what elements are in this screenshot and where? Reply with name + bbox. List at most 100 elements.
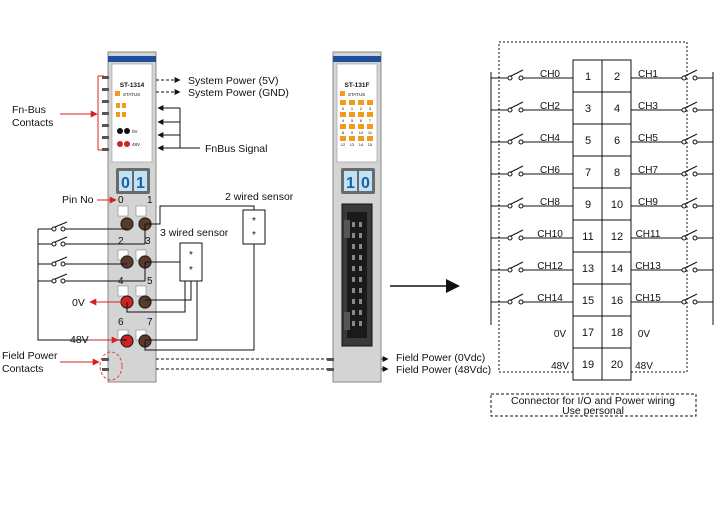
switch-contact bbox=[692, 171, 698, 177]
terminal-2 bbox=[120, 255, 134, 269]
switch-contact bbox=[681, 75, 687, 81]
power-led-0v-label: 0V bbox=[132, 129, 138, 134]
status-led-label-3: 3 bbox=[369, 106, 372, 111]
three-wired-sensor-star-2: * bbox=[189, 265, 193, 276]
status-led-14 bbox=[358, 136, 364, 141]
connector-pin-20: 20 bbox=[611, 359, 623, 371]
connector-right-label-4: CH9 bbox=[638, 197, 658, 208]
power-led-48v-b bbox=[124, 141, 130, 147]
connector-pin-18: 18 bbox=[611, 327, 623, 339]
pin-number-7: 7 bbox=[147, 317, 153, 328]
status-led-label-14: 14 bbox=[359, 142, 364, 147]
switch-contact bbox=[507, 107, 513, 113]
connector-left-label-8: 0V bbox=[554, 329, 567, 340]
connector-pin-6: 6 bbox=[614, 135, 620, 147]
switch-contact bbox=[507, 235, 513, 241]
pin-number-0: 0 bbox=[118, 195, 124, 206]
switch-contact bbox=[518, 203, 524, 209]
connector-pin-14: 14 bbox=[611, 263, 623, 275]
switch-contact bbox=[518, 267, 524, 273]
display-digit-0: 1 bbox=[346, 175, 355, 192]
field-power-lines: Field Power (0Vdc) Field Power (48Vdc) bbox=[156, 352, 491, 376]
terminal-6 bbox=[120, 334, 134, 348]
zero-v-label: 0V bbox=[72, 297, 85, 309]
switch-contact bbox=[692, 267, 698, 273]
status-led-6 bbox=[358, 112, 364, 117]
channel-led-3 bbox=[122, 112, 126, 117]
three-wired-sensor-label: 3 wired sensor bbox=[160, 227, 229, 239]
switch-contact bbox=[518, 171, 524, 177]
display-digit-0: 0 bbox=[121, 175, 130, 192]
connector-pin-4: 4 bbox=[614, 103, 620, 115]
ribbon-pin bbox=[359, 321, 362, 326]
status-led bbox=[340, 91, 345, 96]
ribbon-pin bbox=[352, 266, 355, 271]
connector-right-label-9: 48V bbox=[635, 361, 653, 372]
switch-contact bbox=[518, 299, 524, 305]
two-wired-sensor-star-1: * bbox=[252, 216, 256, 227]
connector-pin-10: 10 bbox=[611, 199, 623, 211]
switch-contact bbox=[692, 203, 698, 209]
pin-no-label: Pin No bbox=[62, 194, 94, 206]
fn-bus-contacts-annotation: Fn-Bus Contacts bbox=[12, 75, 104, 151]
status-led-8 bbox=[340, 124, 346, 129]
connector-pin-15: 15 bbox=[582, 295, 594, 307]
connector-pin-11: 11 bbox=[582, 231, 593, 243]
switch-contact bbox=[681, 171, 687, 177]
connector-right-label-8: 0V bbox=[638, 329, 651, 340]
power-led-0v-b bbox=[124, 128, 130, 134]
connector-note-line1: Connector for I/O and Power wiring bbox=[511, 395, 675, 407]
ribbon-pin bbox=[352, 233, 355, 238]
display-digit-1: 1 bbox=[136, 175, 145, 192]
connector-right-label-2: CH5 bbox=[638, 133, 658, 144]
ribbon-pin bbox=[359, 299, 362, 304]
connector-left-label-7: CH14 bbox=[537, 293, 563, 304]
switch-contact bbox=[692, 299, 698, 305]
status-led-13 bbox=[349, 136, 355, 141]
fn-bus-contacts-label-line2: Contacts bbox=[12, 117, 53, 129]
status-led-11 bbox=[367, 124, 373, 129]
status-label: STATUS bbox=[123, 92, 140, 97]
ribbon-pin bbox=[359, 255, 362, 260]
connector-left-label-1: CH2 bbox=[540, 101, 560, 112]
ribbon-pin bbox=[352, 288, 355, 293]
ribbon-pin bbox=[352, 255, 355, 260]
switch-contact bbox=[692, 139, 698, 145]
connector-pin-1: 1 bbox=[585, 71, 591, 83]
ribbon-pin bbox=[352, 244, 355, 249]
status-led-3 bbox=[367, 100, 373, 105]
module-top-bar bbox=[108, 56, 156, 62]
connector-note-line2: Use personal bbox=[562, 405, 624, 417]
connector-left-label-4: CH8 bbox=[540, 197, 560, 208]
field-power-pin-1 bbox=[327, 368, 334, 371]
module-st-1314: ST-1314 STATUS 0V 48V 0 1 bbox=[102, 51, 157, 383]
ribbon-pin bbox=[352, 222, 355, 227]
switch-contact bbox=[692, 235, 698, 241]
status-led-1 bbox=[349, 100, 355, 105]
display-digit-bg-1 bbox=[359, 171, 372, 191]
status-led-4 bbox=[340, 112, 346, 117]
switch-contact bbox=[507, 203, 513, 209]
connector-right-label-6: CH13 bbox=[635, 261, 661, 272]
connector-left-label-0: CH0 bbox=[540, 69, 560, 80]
switch-contact bbox=[518, 107, 524, 113]
connector-pin-7: 7 bbox=[585, 167, 591, 179]
ribbon-pin bbox=[359, 288, 362, 293]
ribbon-pin bbox=[352, 299, 355, 304]
connector-note-box bbox=[490, 393, 697, 417]
status-led-label-1: 1 bbox=[351, 106, 354, 111]
connector-pin-13: 13 bbox=[582, 263, 594, 275]
connector-pin-3: 3 bbox=[585, 103, 591, 115]
pin-number-6: 6 bbox=[118, 317, 124, 328]
pin-number-1: 1 bbox=[147, 195, 153, 206]
ribbon-pin bbox=[352, 277, 355, 282]
power-led-48v-a bbox=[117, 141, 123, 147]
field-power-48vdc-label: Field Power (48Vdc) bbox=[396, 364, 491, 376]
connector-pin-2: 2 bbox=[614, 71, 620, 83]
switch-contact bbox=[681, 139, 687, 145]
connector-left-label-6: CH12 bbox=[537, 261, 563, 272]
